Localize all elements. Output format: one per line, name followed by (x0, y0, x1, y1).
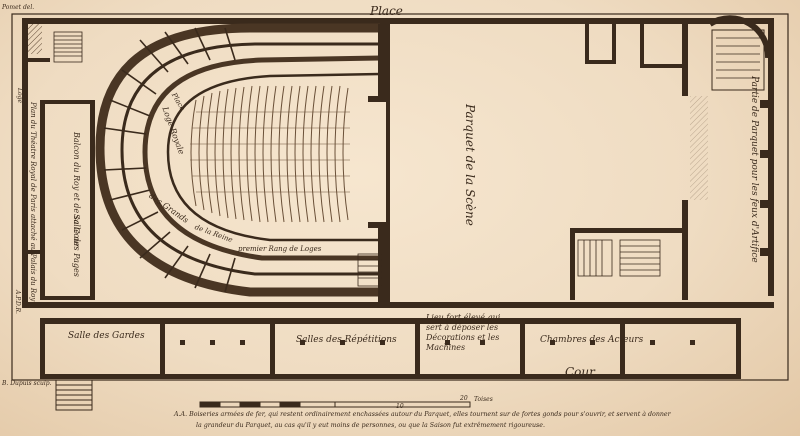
cour-label: Cour (565, 365, 595, 379)
scale-tick-2: 20 (460, 395, 468, 402)
stage-walls (386, 24, 688, 302)
scale-unit: Toises (474, 396, 493, 403)
stair-top-left (53, 31, 83, 63)
engraver-note-bottom: B. Dupuis sculp. (2, 380, 52, 387)
loge-label: Loge (16, 88, 23, 103)
stage-label: Parquet de la Scène (463, 104, 477, 226)
stair-stage (357, 253, 383, 287)
lower-columns (180, 340, 695, 345)
loges-horseshoe (95, 23, 381, 297)
rehearsal-room-label: Salles des Répétitions (296, 335, 397, 345)
fireworks-area-label: Partie de Parquet pour les feux d'Artifi… (749, 76, 759, 263)
caption-line-2: la grandeur du Parquet, au cas qu'il y e… (196, 422, 546, 429)
guards-room-label: Salle des Gardes (68, 331, 145, 341)
lower-wing (40, 318, 741, 379)
vertical-plate-title: Plan du Théatre Royal de Paris attaché a… (29, 102, 37, 302)
actors-rooms-label: Chambres des Acteurs (540, 335, 644, 345)
left-rooms (28, 58, 95, 300)
place-label: Place (370, 4, 403, 18)
seat-dividers (190, 111, 350, 193)
engraver-note-top: Pomet del. (2, 4, 35, 11)
hatched-wall (28, 24, 42, 54)
plate-code: A.P.D.R. (14, 290, 21, 314)
right-pilasters (760, 100, 772, 256)
pages-room-label: Salle des Pages (72, 214, 81, 277)
first-tier-label: premier Rang de Loges (238, 245, 322, 253)
hatched-wall (690, 96, 708, 200)
top-cabinets (585, 24, 684, 68)
scale-tick-1: 10 (396, 403, 404, 410)
loge-partitions (103, 27, 236, 293)
scale-bar (199, 401, 471, 408)
plate-border (11, 13, 789, 381)
caption-line-1: A.A. Boiseries armées de fer, qui resten… (174, 411, 671, 418)
stair-bottom-right (577, 239, 661, 277)
storage-label: Lieu fort élevé qui sert à déposer les D… (426, 313, 501, 352)
stair-right-top (708, 15, 772, 91)
parterre-seating (190, 85, 349, 223)
stair-bottom-left (55, 379, 93, 411)
